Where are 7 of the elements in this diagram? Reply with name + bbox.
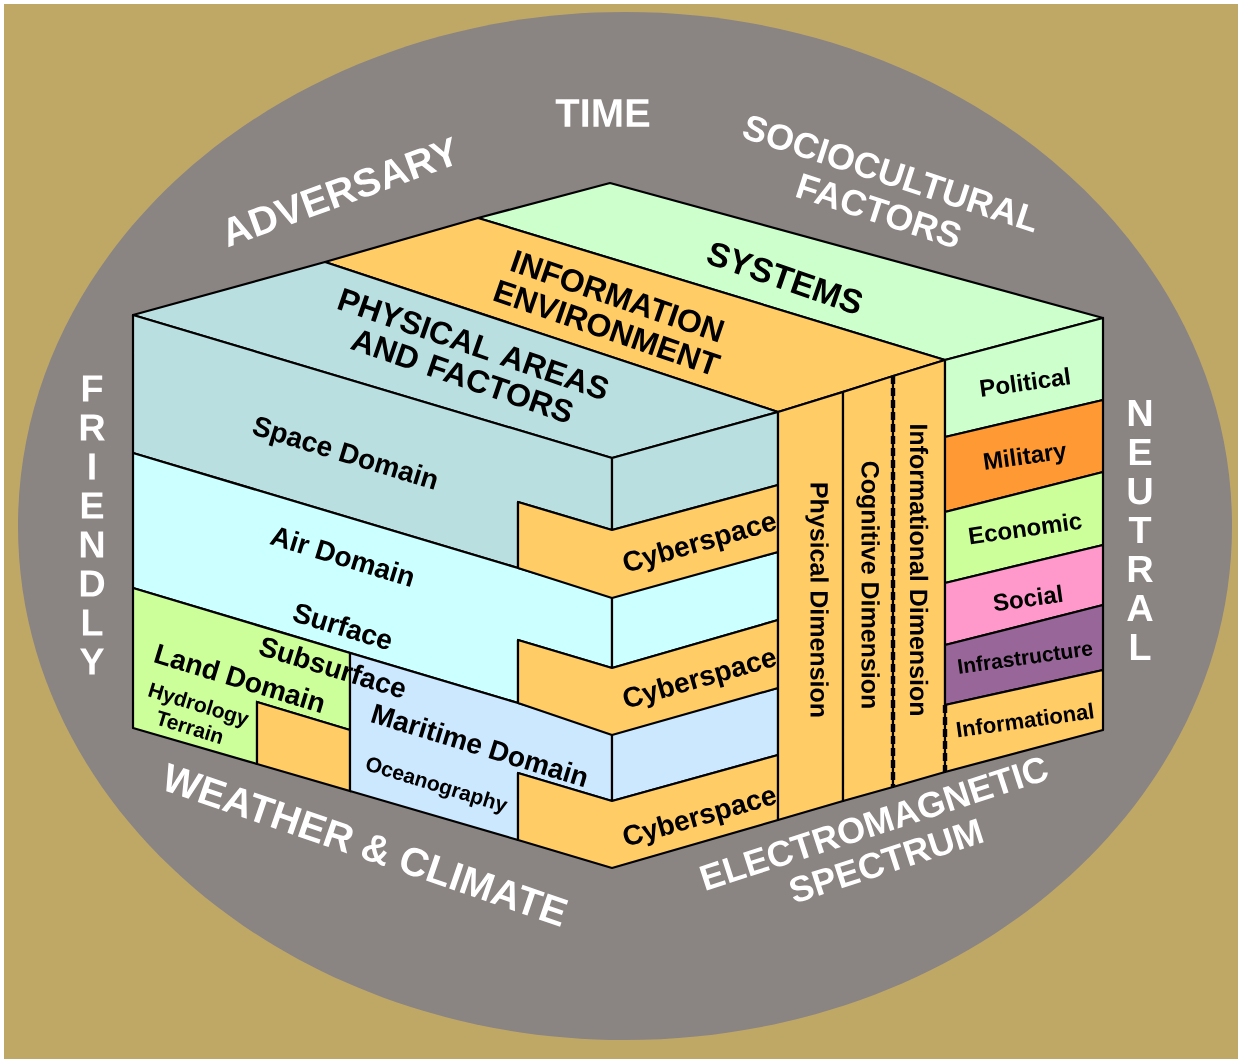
factor-stripe: Political bbox=[943, 316, 1105, 439]
ring-label: NEUTRAL bbox=[1127, 399, 1153, 661]
factor-stripe: Economic bbox=[943, 470, 1105, 585]
ring-label: TIME bbox=[555, 99, 650, 127]
factor-stripe: Military bbox=[943, 398, 1105, 514]
ring-label: FRIENDLY bbox=[80, 375, 105, 675]
dimension-column: Cognitive Dimension bbox=[841, 374, 895, 803]
